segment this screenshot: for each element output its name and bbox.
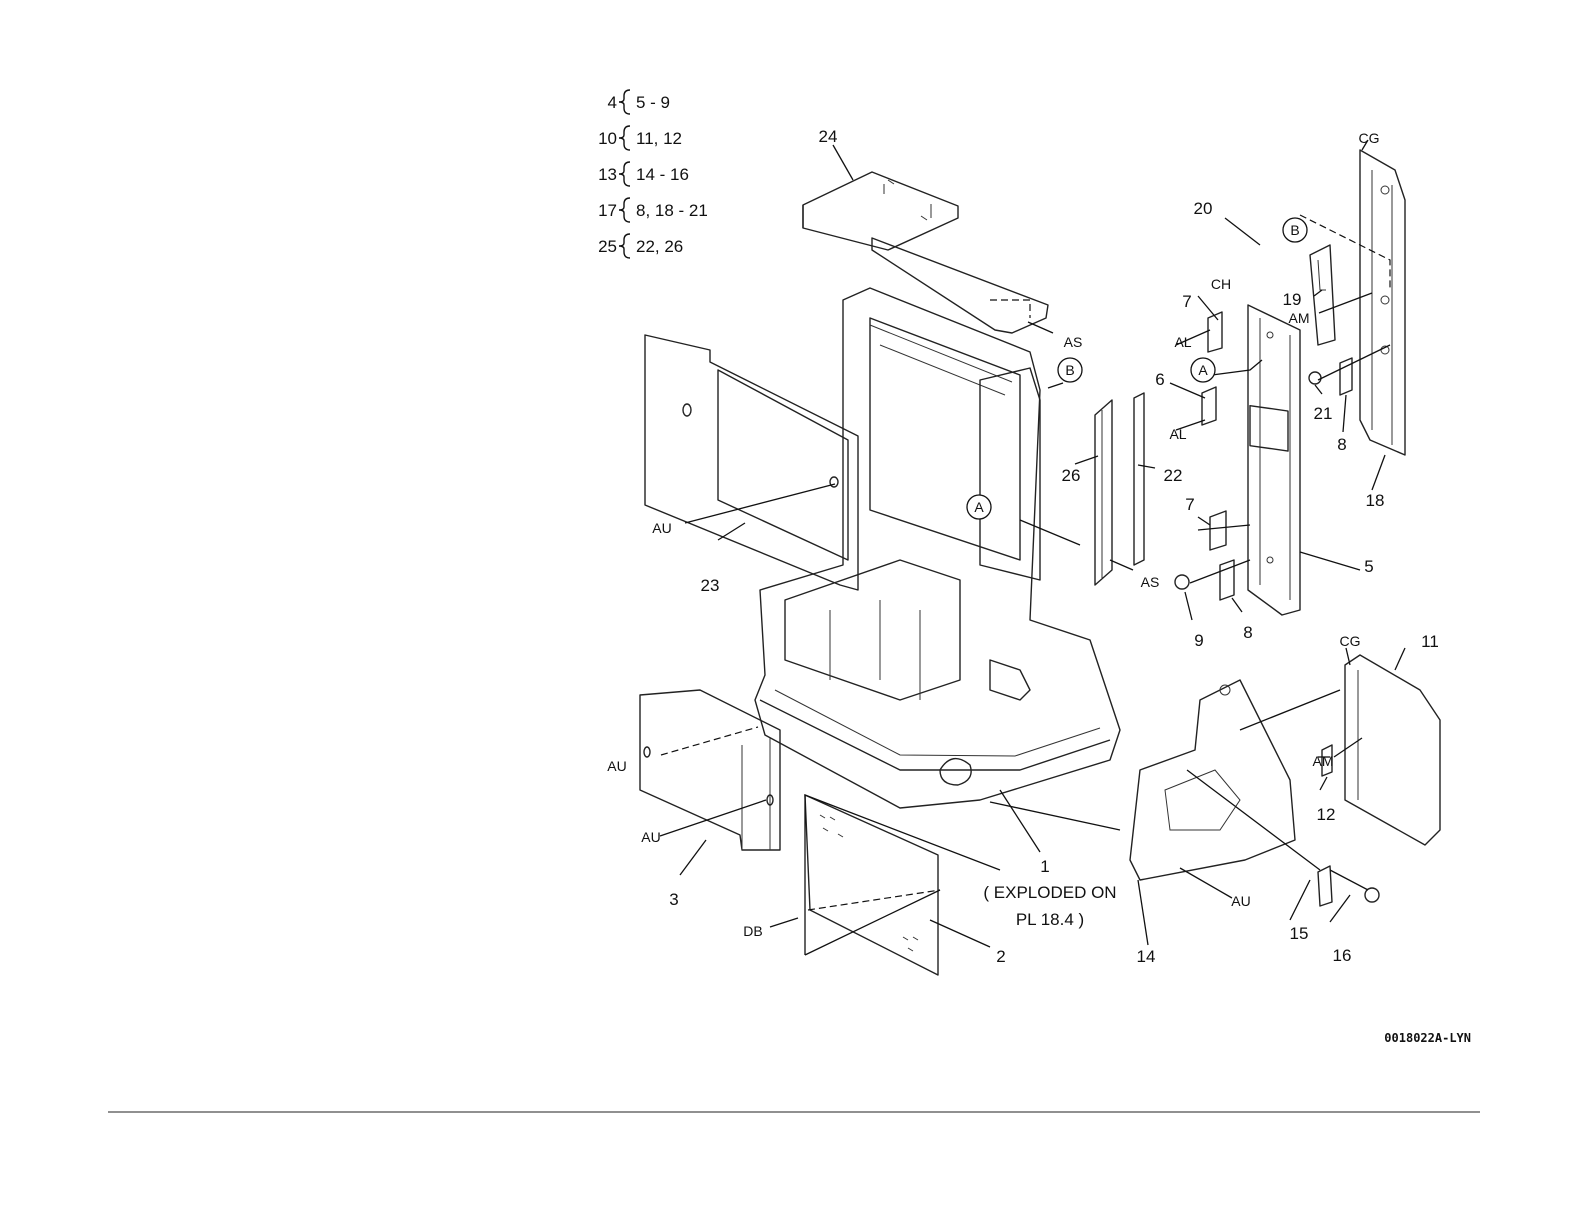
part-23-left-cover: [645, 335, 858, 590]
brace-icon: [619, 234, 630, 258]
brace-icon: [619, 162, 630, 186]
callout-a-upper: A: [1191, 358, 1215, 382]
callout-a-lower: A: [967, 495, 991, 519]
part-label: 26: [1062, 466, 1081, 485]
part-label: 7: [1182, 292, 1191, 311]
part-label: 16: [1333, 946, 1352, 965]
part-11-right-cover: [1345, 655, 1440, 845]
part-22-strip: [1134, 393, 1144, 565]
part-8-catch-lower: [1220, 560, 1234, 600]
ref-label: AU: [607, 758, 626, 774]
ref-label: CH: [1211, 276, 1231, 292]
part-label: 14: [1137, 947, 1156, 966]
part-label: 20: [1194, 199, 1213, 218]
drawing-code: 0018022A-LYN: [1384, 1031, 1471, 1045]
ref-label: CG: [1340, 633, 1361, 649]
legend-parent: 13: [598, 165, 617, 184]
ref-label: AM: [1289, 310, 1310, 326]
part-label: 11: [1421, 632, 1439, 651]
part-label: 7: [1185, 495, 1194, 514]
part-15-catch: [1318, 866, 1332, 906]
ref-label: AL: [1169, 426, 1186, 442]
part-7-bracket-upper: [1208, 312, 1222, 352]
part-19-link: [1310, 245, 1335, 345]
callout-b-lower: B: [1058, 358, 1082, 382]
note-line-1: ( EXPLODED ON: [983, 883, 1116, 902]
part-label: 3: [669, 890, 678, 909]
part-label: 12: [1317, 805, 1336, 824]
note-line-2: PL 18.4 ): [1016, 910, 1084, 929]
part-label: 19: [1283, 290, 1302, 309]
ref-label: AS: [1064, 334, 1083, 350]
part-8-catch-upper: [1340, 358, 1352, 395]
part-9-knob: [1175, 575, 1189, 589]
part-number-labels: 24 20 19 7 6 21 8 18 26 22 7 5 23 9 8 11…: [669, 127, 1439, 966]
legend-children: 22, 26: [636, 237, 683, 256]
exploded-note: ( EXPLODED ON PL 18.4 ): [983, 883, 1116, 929]
ref-label: AL: [1174, 334, 1191, 350]
ref-label: AU: [652, 520, 671, 536]
callout-b-upper: B: [1283, 218, 1307, 242]
legend-children: 5 - 9: [636, 93, 670, 112]
reference-labels: CG CH AM AS AL AL AU AS CG AM AU AU AU D…: [607, 130, 1379, 939]
part-label: 24: [819, 127, 838, 146]
part-20-label: [1250, 406, 1288, 451]
legend-parent: 17: [598, 201, 617, 220]
legend-parent: 25: [598, 237, 617, 256]
part-label: 22: [1164, 466, 1183, 485]
callout-letter: A: [974, 499, 984, 515]
legend-parent: 10: [598, 129, 617, 148]
legend-row: 17 8, 18 - 21: [598, 198, 708, 222]
callout-letter: A: [1198, 362, 1208, 378]
callout-letter: B: [1065, 362, 1074, 378]
part-5-right-rail: [1248, 305, 1300, 615]
ref-label: DB: [743, 923, 762, 939]
ref-label: CG: [1359, 130, 1380, 146]
assembly-legend: 4 5 - 9 10 11, 12 13 14 - 16 17 8, 18 - …: [598, 90, 708, 258]
part-label: 5: [1364, 557, 1373, 576]
part-label: 2: [996, 947, 1005, 966]
ref-label: AU: [641, 829, 660, 845]
brace-icon: [619, 90, 630, 114]
legend-row: 25 22, 26: [598, 234, 683, 258]
part-label: 1: [1040, 857, 1049, 876]
legend-children: 11, 12: [636, 129, 682, 148]
legend-children: 8, 18 - 21: [636, 201, 708, 220]
part-label: 23: [701, 576, 720, 595]
part-label: 8: [1337, 435, 1346, 454]
part-6-bracket: [1202, 387, 1216, 425]
legend-row: 4 5 - 9: [608, 90, 671, 114]
ref-label: AU: [1231, 893, 1250, 909]
legend-children: 14 - 16: [636, 165, 689, 184]
ref-label: AM: [1313, 753, 1334, 769]
part-21-knob: [1309, 372, 1321, 384]
part-label: 15: [1290, 924, 1309, 943]
part-26-bracket: [1095, 400, 1112, 585]
ref-label: AS: [1141, 574, 1160, 590]
part-24-top-cover: [803, 172, 1048, 333]
part-label: 8: [1243, 623, 1252, 642]
part-label: 18: [1366, 491, 1385, 510]
legend-row: 13 14 - 16: [598, 162, 689, 186]
part-label: 9: [1194, 631, 1203, 650]
brace-icon: [619, 198, 630, 222]
part-label: 6: [1155, 370, 1164, 389]
legend-row: 10 11, 12: [598, 126, 682, 150]
callout-letter: B: [1290, 222, 1299, 238]
part-label: 21: [1314, 404, 1333, 423]
part-7-bracket-lower: [1210, 511, 1226, 550]
part-2-pwb: [805, 795, 1000, 975]
brace-icon: [619, 126, 630, 150]
part-14-right-frame: [1130, 680, 1295, 880]
legend-parent: 4: [608, 93, 617, 112]
